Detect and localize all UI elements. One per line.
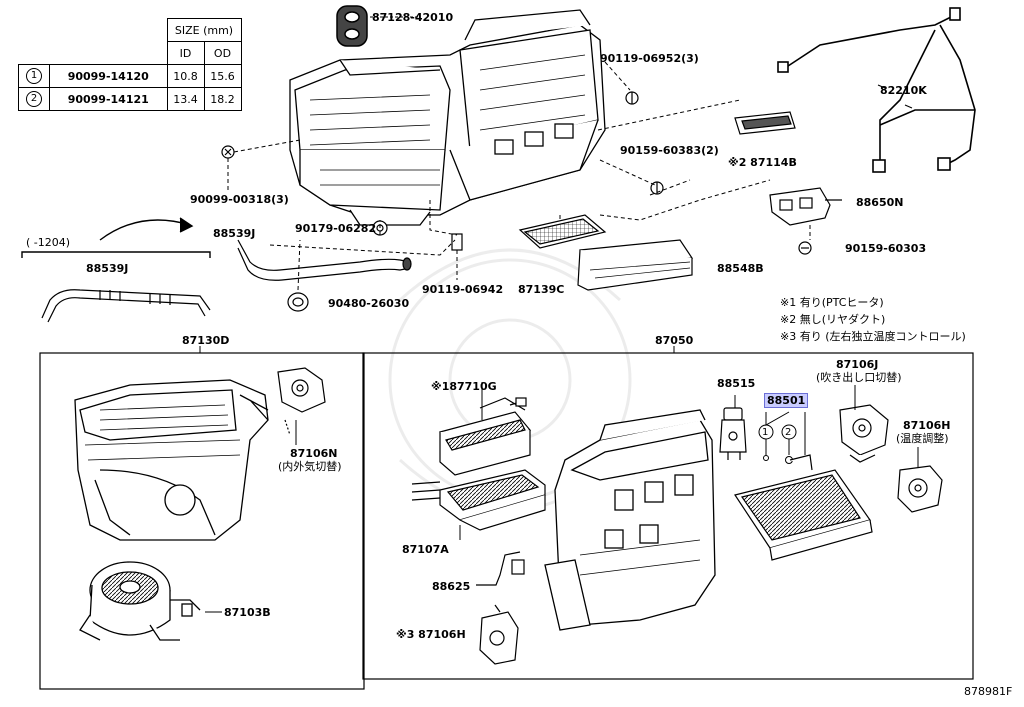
label-90159-60383[interactable]: 90159-60383(2) <box>620 144 719 157</box>
hose-88539j-upper <box>237 239 412 281</box>
evaporator-88501 <box>734 454 873 561</box>
filter-87139c <box>518 214 607 249</box>
actuator-87106h-right <box>897 465 943 513</box>
label-87139c[interactable]: 87139C <box>518 283 565 296</box>
label-87106n-desc: (内外気切替) <box>278 460 342 473</box>
label-87114b[interactable]: ※2 87114B <box>728 156 797 169</box>
leader-lines-lower <box>205 382 919 613</box>
label-87130d[interactable]: 87130D <box>182 334 230 347</box>
sensor-88650n <box>769 187 842 226</box>
expansion-valve-88515 <box>719 407 747 460</box>
hvac-unit-upper <box>289 9 606 226</box>
blower-motor-87103b <box>79 561 201 641</box>
sensor-88625 <box>476 551 525 586</box>
note-1: ※1 有り(PTCヒータ) <box>780 296 884 309</box>
leader-lines-upper <box>227 61 811 291</box>
label-90099-00318[interactable]: 90099-00318(3) <box>190 193 289 206</box>
row-mark: 2 <box>26 91 42 107</box>
grommet-87128 <box>336 5 420 47</box>
o-ring-mark-2: 2 <box>785 427 792 438</box>
col-id-header: ID <box>166 41 205 65</box>
wire-harness-82210k <box>777 7 976 173</box>
size-header: SIZE (mm) <box>166 18 242 42</box>
col-od-header: OD <box>203 41 242 65</box>
diagram-code: 878981F <box>964 685 1013 698</box>
label-90480-26030[interactable]: 90480-26030 <box>328 297 410 310</box>
label-90119-06952[interactable]: 90119-06952(3) <box>600 52 699 65</box>
row-id: 13.4 <box>166 87 205 111</box>
heater-core-87107a <box>411 469 546 531</box>
table-row: 1 90099-14120 10.8 15.6 <box>18 64 242 88</box>
label-year-range: ( -1204) <box>26 236 71 249</box>
label-88501[interactable]: 88501 <box>764 393 809 408</box>
label-87106n[interactable]: 87106N <box>290 447 338 460</box>
label-87106h-right[interactable]: 87106H <box>903 419 951 432</box>
cover-88548b <box>577 239 694 291</box>
label-87128-42010[interactable]: 87128-42010 <box>372 11 454 24</box>
label-87106j[interactable]: 87106J <box>836 358 879 371</box>
panel-87050 <box>362 352 974 680</box>
panel-87130d <box>39 352 365 690</box>
label-87050[interactable]: 87050 <box>655 334 694 347</box>
label-82210k[interactable]: 82210K <box>880 84 927 97</box>
label-90119-06942[interactable]: 90119-06942 <box>422 283 504 296</box>
label-87106h-bottom[interactable]: ※3 87106H <box>396 628 466 641</box>
label-87107a[interactable]: 87107A <box>402 543 449 556</box>
label-90159-60303[interactable]: 90159-60303 <box>845 242 927 255</box>
label-88625[interactable]: 88625 <box>432 580 471 593</box>
actuator-87106j <box>839 404 889 463</box>
size-table: SIZE (mm) ID OD 1 90099-14120 10.8 15.6 … <box>18 18 242 111</box>
label-87106j-desc: (吹き出し口切替) <box>816 371 902 384</box>
label-87106h-right-desc: (温度調整) <box>896 432 949 445</box>
label-88501-text: 88501 <box>764 393 809 408</box>
table-row: 2 90099-14121 13.4 18.2 <box>18 87 242 111</box>
actuator-87106h-bottom <box>479 604 519 665</box>
note-2: ※2 無し(リヤダクト) <box>780 313 886 326</box>
ptc-heater-87710g <box>438 397 532 476</box>
label-88539j-left[interactable]: 88539J <box>86 262 129 275</box>
o-ring-mark-1: 1 <box>762 427 769 438</box>
row-od: 15.6 <box>203 64 242 88</box>
label-88515[interactable]: 88515 <box>717 377 756 390</box>
label-90179-06282[interactable]: 90179-06282 <box>295 222 377 235</box>
row-id: 10.8 <box>166 64 205 88</box>
actuator-87106n <box>277 367 326 436</box>
row-mark: 1 <box>26 68 42 84</box>
label-88548b[interactable]: 88548B <box>717 262 764 275</box>
label-88650n[interactable]: 88650N <box>856 196 904 209</box>
filter-87114b <box>734 111 796 135</box>
row-part-number: 90099-14120 <box>49 64 168 88</box>
label-88539j-upper[interactable]: 88539J <box>213 227 256 240</box>
hose-88539j-left <box>41 289 211 323</box>
blower-case-87130d <box>74 379 269 541</box>
range-arrow <box>21 217 211 258</box>
note-3: ※3 有り (左右独立温度コントロール) <box>780 330 966 343</box>
row-part-number: 90099-14121 <box>49 87 168 111</box>
o-rings <box>758 411 806 464</box>
hvac-unit-center <box>544 409 716 631</box>
label-87710g[interactable]: ※187710G <box>431 380 497 393</box>
label-87103b[interactable]: 87103B <box>224 606 271 619</box>
row-od: 18.2 <box>203 87 242 111</box>
